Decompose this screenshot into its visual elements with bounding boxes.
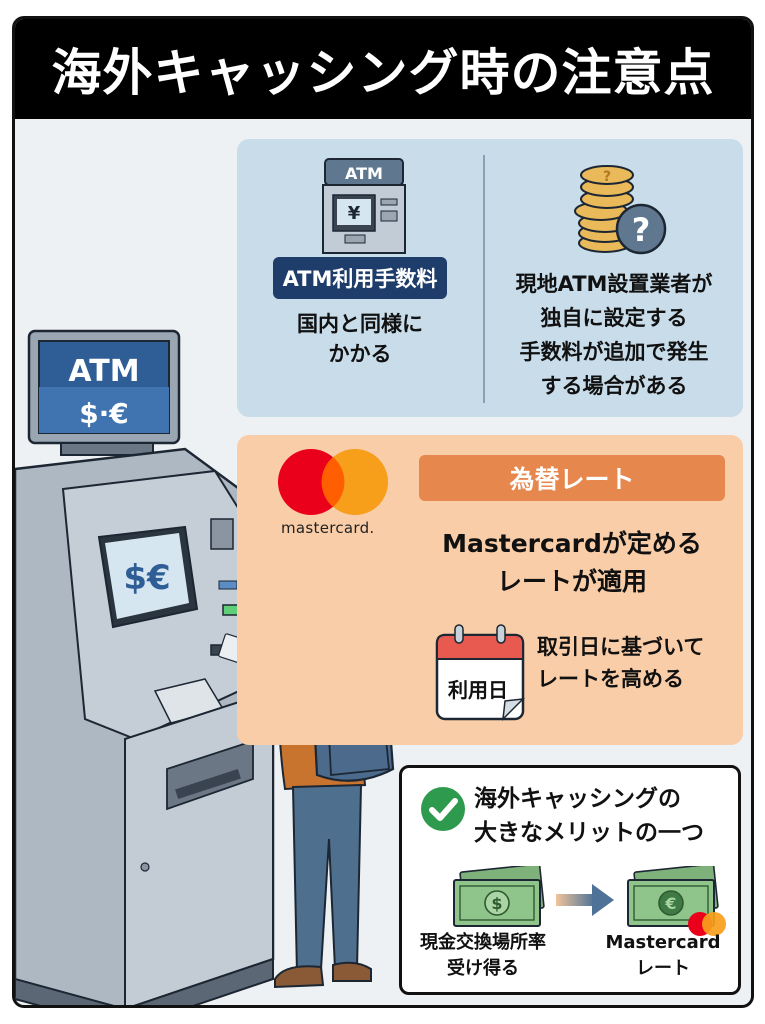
- local-operator-fee-column: ? ? 現地ATM設置業者が 独自に設定する 手数料が追加で発生 する場合がある: [485, 139, 743, 417]
- infographic-frame: 海外キャッシング時の注意点 ATM $·€ $€: [12, 16, 754, 1008]
- svg-text:?: ?: [632, 211, 651, 249]
- arrow-right-icon: [556, 884, 614, 916]
- atm-scene-illustration: ATM $·€ $€: [15, 329, 275, 1005]
- dollar-banknote-icon: $: [453, 866, 545, 927]
- svg-text:$·€: $·€: [79, 397, 129, 430]
- merit-title: 海外キャッシングの 大きなメリットの一つ: [474, 786, 704, 846]
- check-circle-icon: [421, 787, 465, 831]
- fee-divider: [483, 155, 485, 403]
- mastercard-rate-label: Mastercard レート: [605, 932, 721, 979]
- svg-text:ATM: ATM: [68, 354, 139, 389]
- svg-text:¥: ¥: [348, 203, 361, 224]
- atm-fee-badge: ATM利用手数料: [272, 257, 448, 299]
- transaction-date-rate-text: 取引日に基づいて レートを高める: [537, 635, 705, 691]
- svg-text:利用日: 利用日: [448, 678, 508, 702]
- atm-machine: ATM $·€ $€: [15, 329, 275, 1005]
- svg-text:$€: $€: [123, 558, 170, 598]
- svg-text:ATM: ATM: [345, 164, 383, 183]
- svg-text:?: ?: [603, 169, 611, 185]
- exchange-rate-panel: mastercard. 為替レート Mastercardが定める レートが適用 …: [237, 435, 743, 745]
- merit-panel: 海外キャッシングの 大きなメリットの一つ $ €: [399, 765, 741, 995]
- atm-yen-icon: ATM ¥: [322, 158, 406, 254]
- exchange-rate-header: 為替レート: [419, 455, 725, 501]
- atm-fee-description: 国内と同様に かかる: [297, 312, 423, 366]
- calendar-icon: 利用日: [435, 624, 526, 722]
- page-title: 海外キャッシング時の注意点: [51, 44, 715, 102]
- coins-question-icon: ? ?: [574, 165, 667, 255]
- title-bar: 海外キャッシング時の注意点: [15, 19, 751, 119]
- cash-exchange-label: 現金交換場所率 受け得る: [420, 932, 546, 979]
- mastercard-wordmark: mastercard.: [281, 519, 375, 537]
- svg-text:$: $: [491, 894, 502, 913]
- atm-usage-fee-column: ATM ¥ ATM利用手数料 国内と同様に かかる: [237, 139, 483, 417]
- svg-text:€: €: [664, 894, 676, 913]
- local-operator-fee-description: 現地ATM設置業者が 独自に設定する 手数料が追加で発生 する場合がある: [515, 272, 713, 398]
- euro-banknote-mastercard-icon: €: [627, 866, 726, 936]
- exchange-rate-main-text: Mastercardが定める レートが適用: [442, 529, 702, 596]
- atm-fee-panel: ATM ¥ ATM利用手数料 国内と同様に かかる: [237, 139, 743, 417]
- mastercard-logo-icon: [278, 449, 388, 515]
